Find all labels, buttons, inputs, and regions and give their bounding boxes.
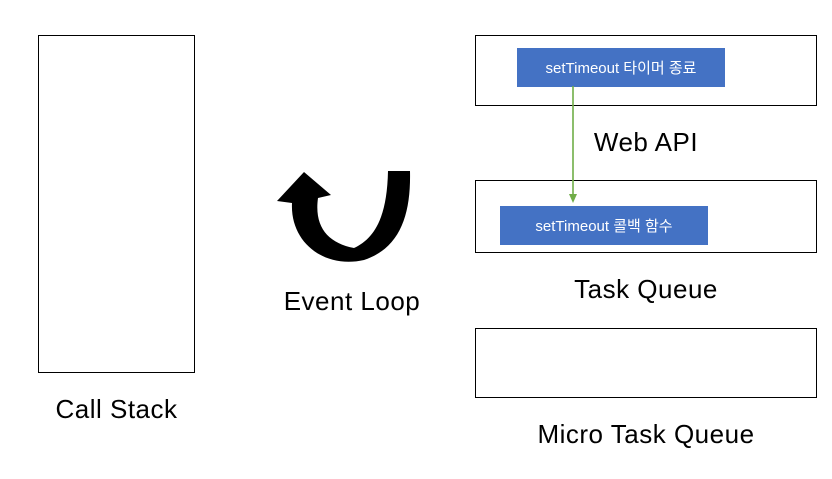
call-stack-label: Call Stack	[55, 394, 178, 424]
micro-task-queue-label: Micro Task Queue	[537, 419, 755, 449]
call-stack-box	[38, 35, 195, 373]
web-api-label: Web API	[593, 127, 699, 157]
task-queue-item-chip: setTimeout 콜백 함수	[500, 206, 708, 245]
event-loop-arrow-icon	[277, 171, 411, 262]
task-queue-box: setTimeout 콜백 함수	[475, 180, 817, 253]
event-loop-label: Event Loop	[283, 286, 421, 316]
web-api-box: setTimeout 타이머 종료	[475, 35, 817, 106]
task-queue-label: Task Queue	[574, 274, 718, 304]
micro-task-queue-box	[475, 328, 817, 398]
web-api-item-chip: setTimeout 타이머 종료	[517, 48, 725, 87]
transfer-down-arrow-icon	[569, 86, 577, 203]
